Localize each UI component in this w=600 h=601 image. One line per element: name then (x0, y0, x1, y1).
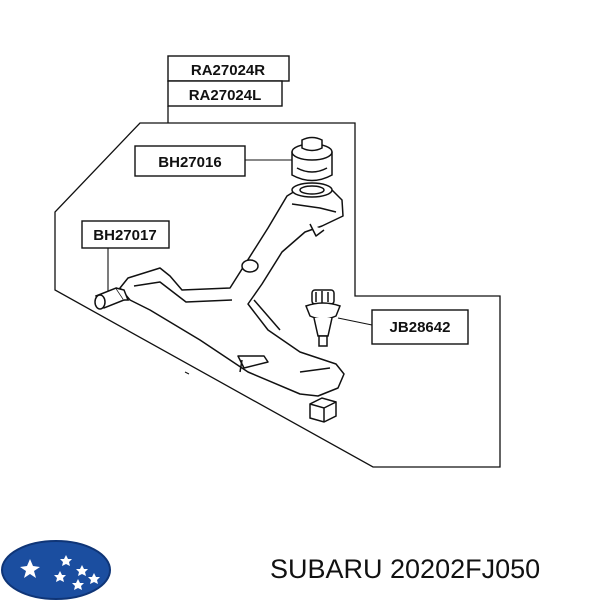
ball-joint (305, 289, 341, 347)
front-bushing (94, 287, 130, 310)
label-box-front-bushing: BH27017 (81, 220, 170, 249)
control-arm (119, 187, 345, 397)
assembly-outline (54, 106, 501, 468)
tick-mark (184, 371, 190, 375)
label-box-assembly-left: RA27024L (167, 80, 283, 107)
label-ball-joint: JB28642 (390, 319, 451, 336)
star-icon (20, 555, 100, 590)
logo-oval (2, 541, 110, 599)
leader-lines (107, 159, 373, 326)
label-front-bushing: BH27017 (93, 227, 156, 244)
label-rear-bushing: BH27016 (158, 154, 221, 171)
label-box-rear-bushing: BH27016 (134, 145, 246, 177)
rear-bushing (291, 136, 333, 198)
subaru-logo (1, 540, 111, 600)
label-box-assembly-right: RA27024R (167, 55, 290, 82)
label-box-ball-joint: JB28642 (371, 309, 469, 345)
castle-nut (309, 397, 337, 423)
brand-part-number: SUBARU 20202FJ050 (270, 554, 541, 584)
label-assembly-left: RA27024L (189, 87, 262, 104)
label-assembly-right: RA27024R (191, 62, 265, 79)
